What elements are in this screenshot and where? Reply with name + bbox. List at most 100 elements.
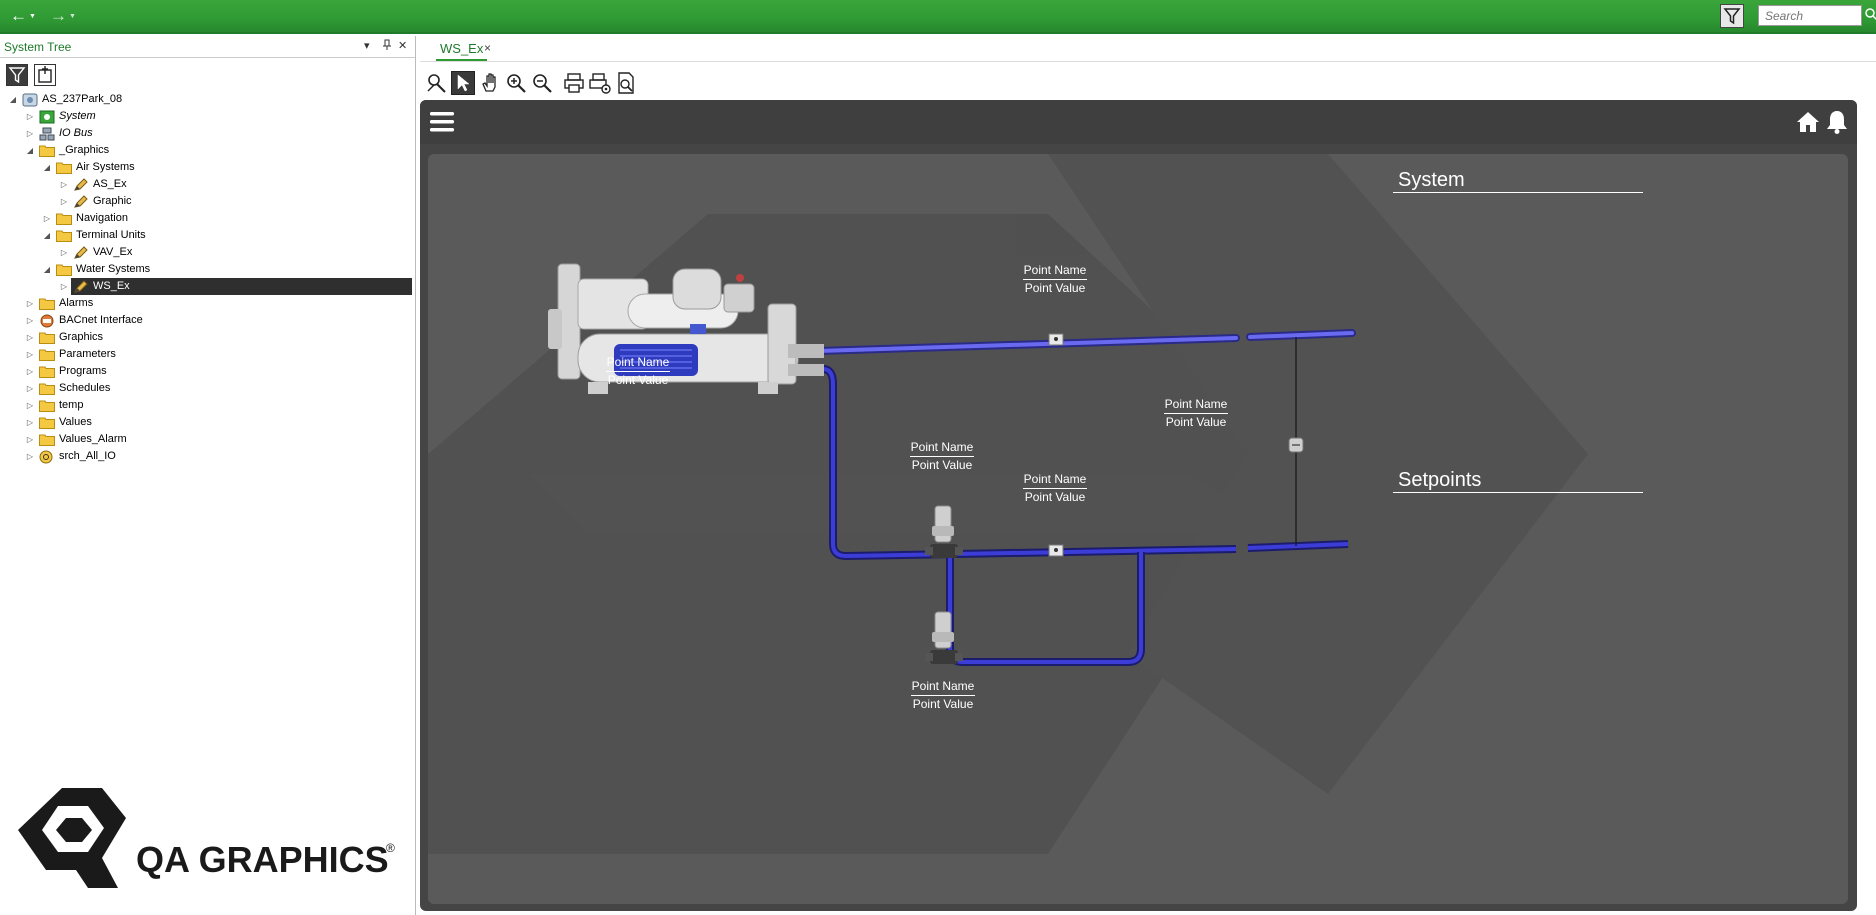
point-value: Point Value	[1024, 281, 1086, 295]
close-panel-button[interactable]: ✕	[398, 40, 408, 52]
panel-menu-button[interactable]: ▾	[364, 40, 370, 52]
collapse-arrow-icon[interactable]: ◢	[9, 95, 17, 104]
expand-arrow-icon[interactable]: ▷	[26, 418, 34, 427]
print-setup-tool[interactable]	[588, 71, 612, 95]
close-tab-button[interactable]: ×	[484, 41, 492, 55]
expand-arrow-icon[interactable]: ▷	[26, 112, 34, 121]
pin-icon[interactable]	[382, 39, 392, 54]
return-sensor-icon[interactable]	[1048, 544, 1064, 557]
tree-item[interactable]: ◢Terminal Units	[0, 227, 412, 244]
point-bypass-valve[interactable]: Point Name Point Value	[1156, 397, 1236, 430]
expand-arrow-icon[interactable]: ▷	[26, 333, 34, 342]
back-dropdown-icon[interactable]: ▼	[29, 12, 36, 20]
tree-item[interactable]: ▷srch_All_IO	[0, 448, 412, 465]
home-icon[interactable]	[1796, 110, 1820, 134]
chiller-icon[interactable]	[548, 263, 824, 394]
expand-arrow-icon[interactable]: ▷	[26, 435, 34, 444]
search-icon[interactable]	[1864, 7, 1876, 21]
point-pump-1[interactable]: Point Name Point Value	[902, 440, 982, 473]
filter-icon	[1723, 8, 1741, 25]
binding-select-tool[interactable]	[425, 71, 449, 95]
tree-filter-button[interactable]	[6, 64, 28, 86]
select-tool[interactable]	[451, 71, 475, 95]
folder-icon	[39, 348, 55, 361]
folder-icon	[39, 144, 55, 157]
collapse-arrow-icon[interactable]: ◢	[26, 146, 34, 155]
tree-item[interactable]: ▷Programs	[0, 363, 412, 380]
zoom-in-tool[interactable]	[504, 71, 528, 95]
tree-item[interactable]: ▷Navigation	[0, 210, 412, 227]
tree-item[interactable]: ▷IO Bus	[0, 125, 412, 142]
pump-2-icon[interactable]	[925, 611, 963, 664]
point-return-sensor[interactable]: Point Name Point Value	[1015, 472, 1095, 505]
expand-arrow-icon[interactable]: ▷	[26, 350, 34, 359]
tree-item[interactable]: ▷Graphic	[0, 193, 412, 210]
tree-item-label: VAV_Ex	[93, 246, 133, 258]
expand-arrow-icon[interactable]: ▷	[60, 197, 68, 206]
tree-item[interactable]: ▷WS_Ex	[61, 278, 412, 295]
point-supply-sensor[interactable]: Point Name Point Value	[1015, 263, 1095, 296]
print-tool[interactable]	[562, 71, 586, 95]
bypass-valve-icon[interactable]	[1288, 437, 1304, 453]
hand-icon	[482, 73, 496, 92]
print-preview-tool[interactable]	[614, 71, 638, 95]
qa-logo-mark-icon	[18, 788, 126, 888]
expand-arrow-icon[interactable]: ▷	[26, 299, 34, 308]
filter-button[interactable]	[1720, 4, 1744, 28]
point-chiller[interactable]: Point Name Point Value	[598, 355, 678, 388]
point-name: Point Name	[1023, 472, 1087, 489]
point-pump-2[interactable]: Point Name Point Value	[903, 679, 983, 712]
tree-item[interactable]: ◢Air Systems	[0, 159, 412, 176]
expand-arrow-icon[interactable]: ▷	[60, 248, 68, 257]
point-name: Point Name	[911, 679, 975, 696]
expand-arrow-icon[interactable]: ▷	[26, 316, 34, 325]
search-input[interactable]	[1758, 5, 1862, 26]
point-name: Point Name	[606, 355, 670, 372]
new-window-icon	[38, 66, 52, 83]
tree-item[interactable]: ▷Graphics	[0, 329, 412, 346]
tree-item[interactable]: ▷AS_Ex	[0, 176, 412, 193]
expand-arrow-icon[interactable]: ▷	[26, 384, 34, 393]
collapse-arrow-icon[interactable]: ◢	[43, 163, 51, 172]
expand-arrow-icon[interactable]: ▷	[43, 214, 51, 223]
point-name: Point Name	[910, 440, 974, 457]
collapse-arrow-icon[interactable]: ◢	[43, 265, 51, 274]
tab-ws-ex[interactable]: WS_Ex	[436, 39, 488, 61]
expand-arrow-icon[interactable]: ▷	[60, 282, 68, 291]
system-tree-panel: System Tree ▾ ✕ ◢AS_237Park_08▷System▷IO…	[0, 36, 416, 915]
supply-pipe	[814, 329, 1356, 355]
supply-sensor-icon[interactable]	[1048, 333, 1064, 346]
tree-item[interactable]: ◢Water Systems	[0, 261, 412, 278]
expand-arrow-icon[interactable]: ▷	[26, 401, 34, 410]
forward-button[interactable]: →▼	[50, 7, 76, 26]
tree-item[interactable]: ▷Schedules	[0, 380, 412, 397]
forward-dropdown-icon[interactable]: ▼	[69, 12, 76, 20]
bell-icon[interactable]	[1824, 109, 1850, 135]
tree-item[interactable]: ▷Values	[0, 414, 412, 431]
tree-item[interactable]: ▷ BACnet Interface	[0, 312, 412, 329]
zoom-out-tool[interactable]	[530, 71, 554, 95]
tree-item[interactable]: ◢_Graphics	[0, 142, 412, 159]
expand-arrow-icon[interactable]: ▷	[26, 367, 34, 376]
tree-item[interactable]: ▷ VAV_Ex	[0, 244, 412, 261]
collapse-arrow-icon[interactable]: ◢	[43, 231, 51, 240]
tree-item[interactable]: ▷ Parameters	[0, 346, 412, 363]
pump-1-icon[interactable]	[925, 505, 963, 558]
tree-item[interactable]: ▷System	[0, 108, 412, 125]
folder-icon	[56, 161, 72, 174]
expand-arrow-icon[interactable]: ▷	[26, 452, 34, 461]
tree-item[interactable]: ▷Values_Alarm	[0, 431, 412, 448]
tree-item[interactable]: ▷temp	[0, 397, 412, 414]
back-button[interactable]: ←▼	[10, 7, 36, 26]
tree-item[interactable]: ◢AS_237Park_08	[0, 91, 412, 108]
tree-item[interactable]: ▷Alarms	[0, 295, 412, 312]
bacnet-icon	[39, 314, 55, 328]
hamburger-menu-icon[interactable]	[430, 110, 454, 134]
expand-arrow-icon[interactable]: ▷	[26, 129, 34, 138]
folder-icon	[39, 297, 55, 310]
tree-item-label: BACnet Interface	[59, 314, 143, 326]
tree-item-label: Parameters	[59, 348, 116, 360]
pan-tool[interactable]	[478, 71, 502, 95]
tree-new-button[interactable]	[34, 64, 57, 86]
expand-arrow-icon[interactable]: ▷	[60, 180, 68, 189]
